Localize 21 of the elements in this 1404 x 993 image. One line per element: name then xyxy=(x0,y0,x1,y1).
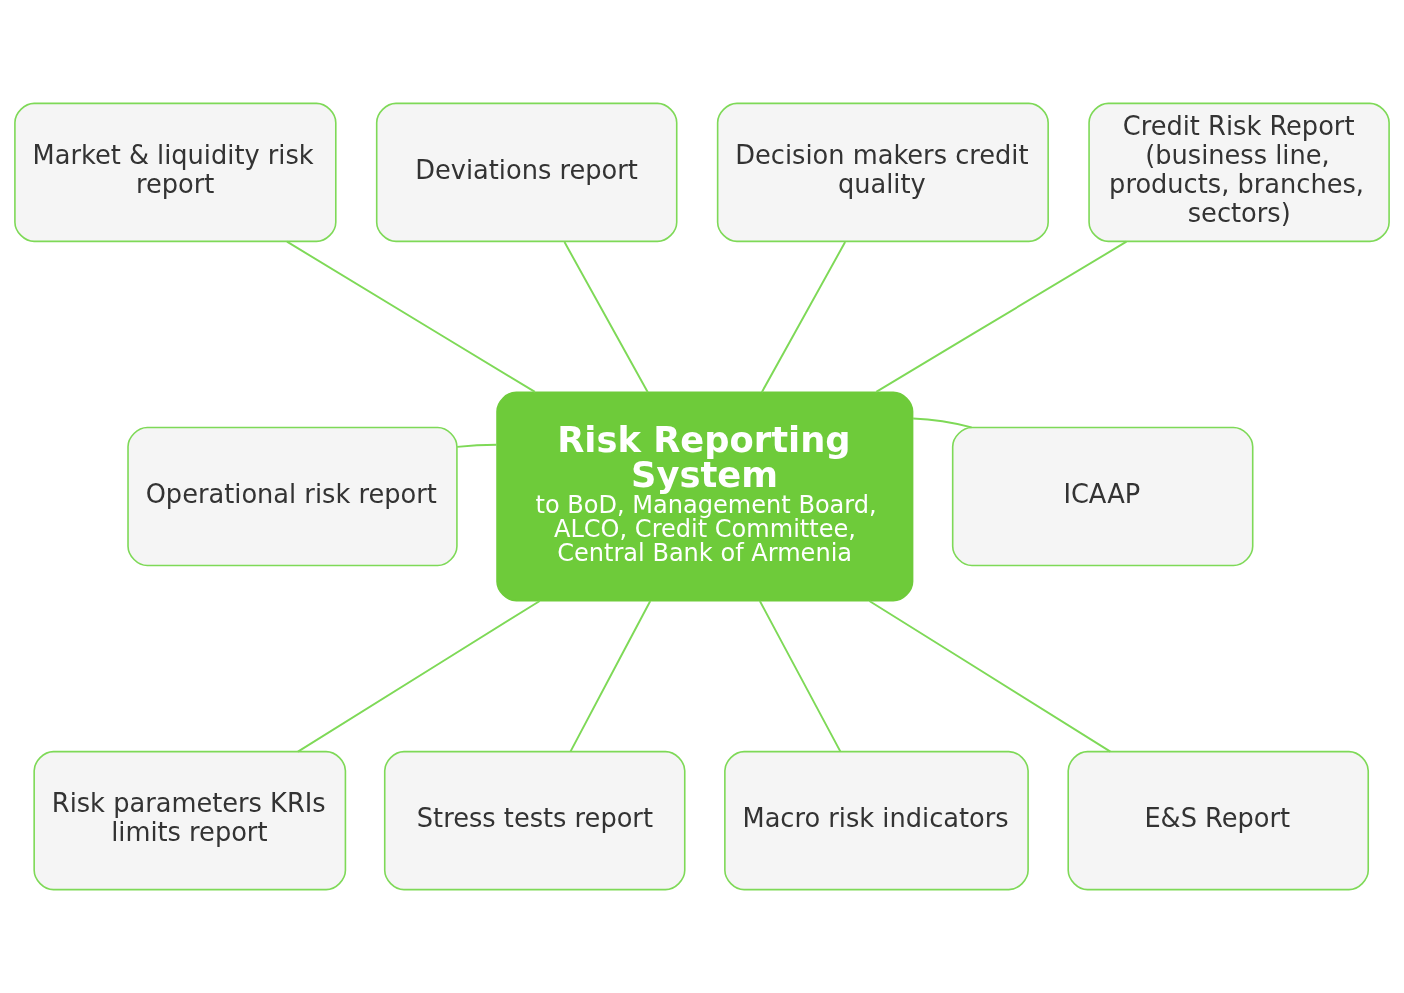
node-box: Risk parameters KRIs limits report xyxy=(33,750,347,891)
connector xyxy=(868,600,1112,753)
connector xyxy=(456,443,498,448)
node-box: Credit Risk Report (business line, products, branches, sectors) xyxy=(1088,102,1390,243)
node-box: Macro risk indicators xyxy=(724,750,1029,891)
connector xyxy=(569,600,652,753)
connector xyxy=(912,417,973,429)
node-box: Stress tests report xyxy=(383,750,686,891)
connector xyxy=(760,241,847,394)
node-box: Market & liquidity risk report xyxy=(14,102,337,243)
node-box: Deviations report xyxy=(375,102,678,243)
node-box: ICAAP xyxy=(951,426,1254,567)
node-box: Risk Reporting System to BoD, Management Board, ALCO, Credit Committee, Central Bank of Armenia xyxy=(496,391,914,602)
connector xyxy=(297,600,541,753)
node-box: E&S Report xyxy=(1067,750,1370,891)
connector xyxy=(563,241,649,394)
connector xyxy=(758,600,842,753)
node-box: Decision makers credit quality xyxy=(716,102,1049,243)
connector xyxy=(286,240,536,393)
connector xyxy=(875,240,1128,393)
node-box: Operational risk report xyxy=(127,426,458,567)
